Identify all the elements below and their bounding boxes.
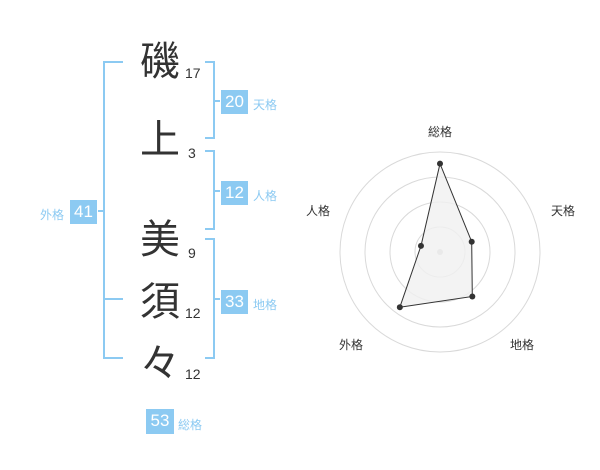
gaikaku-label: 外格 (40, 208, 65, 222)
jinkaku-bracket-tick (215, 190, 220, 192)
stroke-count-4: 12 (185, 305, 201, 321)
kanji-1: 磯 (140, 39, 180, 85)
tenkaku-bracket-tick (215, 100, 220, 102)
radar-grid-ring (339, 151, 541, 353)
gaikaku-value-badge: 41 (70, 200, 97, 224)
chikaku-bracket (205, 238, 215, 359)
gaikaku-bracket (103, 61, 123, 359)
stroke-count-5: 12 (185, 366, 201, 382)
kanji-5: 々 (140, 341, 180, 387)
stroke-count-1: 17 (185, 65, 201, 81)
radar-point-2 (468, 238, 475, 245)
stroke-count-3: 9 (188, 245, 196, 261)
radar-axis-label-tenkaku: 天格 (551, 204, 576, 218)
jinkaku-bracket (205, 150, 215, 230)
tenkaku-bracket (205, 61, 215, 139)
stroke-count-2: 3 (188, 145, 196, 161)
radar-axis-label-chikaku: 地格 (510, 338, 535, 352)
kanji-3: 美 (140, 217, 180, 263)
chikaku-value-badge: 33 (221, 290, 248, 314)
radar-data-polygon (399, 162, 473, 308)
jinkaku-value-badge: 12 (221, 181, 248, 205)
soukaku-value-badge: 53 (146, 409, 174, 434)
radar-grid-ring (364, 176, 516, 328)
radar-axis-label-gaikaku: 外格 (339, 338, 364, 352)
chikaku-label: 地格 (253, 298, 278, 312)
radar-grid-ring (414, 226, 466, 278)
radar-center-dot (437, 249, 443, 255)
radar-point-4 (396, 304, 403, 311)
radar-grid-ring (389, 201, 491, 303)
radar-point-5 (417, 242, 424, 249)
tenkaku-label: 天格 (253, 98, 278, 112)
radar-axis-label-jinkaku: 人格 (306, 204, 331, 218)
jinkaku-label: 人格 (253, 189, 278, 203)
radar-point-3 (469, 293, 476, 300)
kanji-2: 上 (140, 117, 180, 163)
radar-axis-label-soukaku: 総格 (428, 125, 453, 139)
chikaku-bracket-tick (215, 298, 220, 300)
soukaku-label: 総格 (178, 418, 203, 432)
kanji-4: 須 (140, 279, 180, 325)
gaikaku-bracket-tick (98, 210, 104, 212)
tenkaku-value-badge: 20 (221, 90, 248, 114)
radar-point-1 (437, 160, 443, 167)
gaikaku-inner-tick (103, 298, 123, 300)
